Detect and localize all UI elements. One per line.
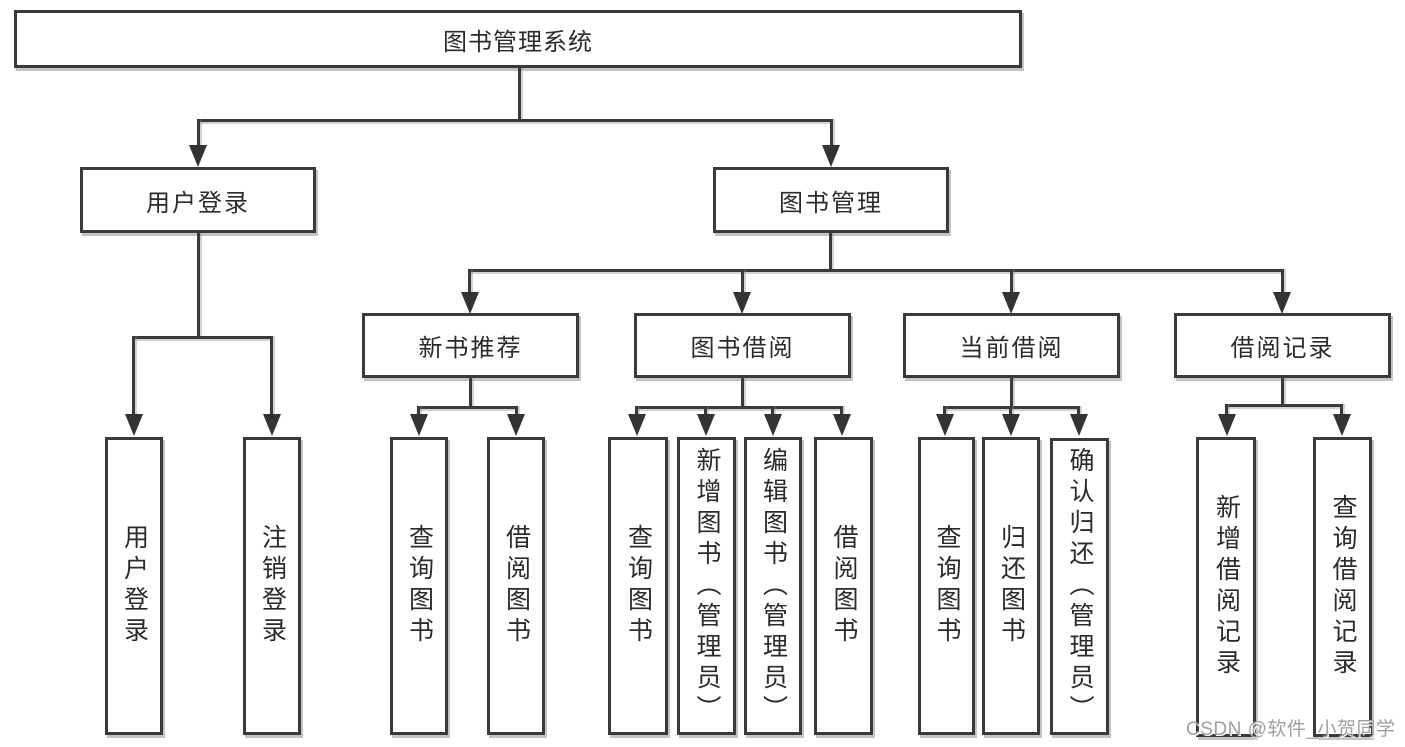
leaf-edit-books-admin: 编辑图书（管理员） — [744, 437, 802, 735]
connector-line — [1225, 404, 1228, 416]
arrowhead — [1273, 292, 1291, 314]
connector-line — [1225, 404, 1343, 407]
arrowhead — [1218, 414, 1236, 436]
connector-line — [417, 406, 420, 416]
connector-line — [468, 269, 471, 294]
connector-line — [1281, 269, 1284, 294]
connector-line — [1010, 378, 1013, 408]
connector-line — [417, 406, 518, 409]
connector-line — [132, 336, 273, 339]
node-borrowing-records: 借阅记录 — [1174, 313, 1391, 378]
leaf-borrow-books-recommend: 借阅图书 — [487, 437, 545, 735]
connector-line — [840, 406, 843, 416]
leaf-return-books: 归还图书 — [982, 437, 1040, 735]
connector-line — [943, 406, 946, 416]
connector-line — [635, 406, 843, 409]
node-root-library-management-system: 图书管理系统 — [14, 10, 1022, 68]
leaf-add-borrowing-record: 新增借阅记录 — [1196, 437, 1256, 737]
arrowhead — [764, 414, 782, 436]
connector-line — [469, 378, 472, 408]
arrowhead — [833, 414, 851, 436]
arrowhead — [733, 292, 751, 314]
node-new-book-recommendation: 新书推荐 — [362, 313, 579, 378]
connector-line — [132, 336, 135, 415]
connector-line — [468, 269, 1284, 272]
arrowhead — [461, 292, 479, 314]
arrowhead — [125, 414, 143, 436]
leaf-add-books-admin: 新增图书（管理员） — [677, 437, 736, 735]
connector-line — [704, 406, 707, 416]
arrowhead — [822, 145, 840, 167]
connector-line — [741, 378, 744, 408]
connector-line — [635, 406, 638, 416]
connector-line — [829, 233, 832, 272]
leaf-query-borrowing-record: 查询借阅记录 — [1313, 437, 1372, 737]
connector-line — [1340, 404, 1343, 416]
leaf-query-books-current: 查询图书 — [918, 437, 975, 735]
connector-line — [1281, 378, 1284, 406]
connector-line — [515, 406, 518, 416]
arrowhead — [410, 414, 428, 436]
connector-line — [1077, 406, 1080, 416]
arrowhead — [697, 414, 715, 436]
connector-line — [518, 68, 521, 121]
connector-line — [741, 269, 744, 294]
connector-line — [197, 233, 200, 339]
arrowhead — [507, 414, 525, 436]
leaf-query-books-recommend: 查询图书 — [390, 437, 448, 735]
connector-line — [1010, 269, 1013, 294]
node-user-login: 用户登录 — [80, 167, 316, 233]
node-book-borrowing: 图书借阅 — [634, 313, 851, 378]
arrowhead — [628, 414, 646, 436]
arrowhead — [1070, 414, 1088, 436]
arrowhead — [936, 414, 954, 436]
arrowhead — [1002, 414, 1020, 436]
leaf-confirm-return-admin: 确认归还（管理员） — [1050, 438, 1109, 735]
leaf-query-books-borrowing: 查询图书 — [608, 437, 668, 735]
connector-line — [1009, 406, 1012, 416]
node-current-borrowing: 当前借阅 — [903, 313, 1120, 378]
node-book-management: 图书管理 — [713, 167, 949, 233]
connector-line — [197, 119, 833, 122]
csdn-watermark: CSDN @软件_小贺同学 — [1186, 719, 1396, 740]
leaf-user-login: 用户登录 — [105, 437, 163, 735]
leaf-logout: 注销登录 — [243, 437, 301, 735]
connector-line — [270, 336, 273, 415]
arrowhead — [1002, 292, 1020, 314]
connector-line — [197, 119, 200, 147]
arrowhead — [1333, 414, 1351, 436]
connector-line — [830, 119, 833, 147]
arrowhead — [189, 145, 207, 167]
leaf-borrow-books: 借阅图书 — [814, 437, 873, 735]
connector-line — [771, 406, 774, 416]
arrowhead — [263, 414, 281, 436]
